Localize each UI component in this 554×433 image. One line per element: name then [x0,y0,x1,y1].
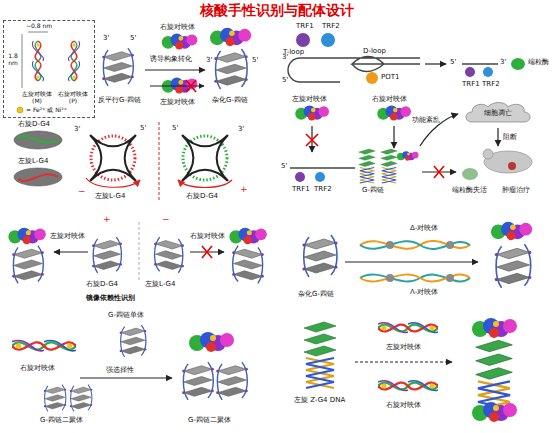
figure-label: 5' [130,34,136,42]
figure-label: − [162,214,170,224]
figure-label: 5' [281,162,287,170]
figure-label: 右旋对映体 [160,23,195,31]
figure-label: 3' [74,125,80,133]
figure-label: TRF1 [292,185,310,193]
figure-label: + [240,184,248,194]
figure-title: 核酸手性识别与配体设计 [0,2,554,18]
figure-label: G-四链单体 [108,311,144,319]
figure-label: 5' [282,76,288,84]
figure-label: 右旋D-G4 [186,192,218,200]
figure-label: G-四链 [362,186,384,194]
figure-label: TRF2 [314,185,332,193]
figure-label: 杂化G-四链 [298,290,334,298]
figure-label: 镜像依赖性识别 [86,294,135,302]
figure-label: 3' [103,34,109,42]
figure-label: 功能紊乱 [412,116,440,124]
node-text: 左旋对映体 (M) [18,91,56,105]
figure-label: Λ-对映体 [410,288,438,296]
figure-label: 右旋对映体 [190,232,225,240]
figure-label: 肿瘤治疗 [502,186,530,194]
figure-label: 右旋对映体 [20,364,55,372]
figure-label: + [103,214,111,224]
figure-label: TRF1 [296,22,314,30]
node-text: 1.8 nm [5,53,21,67]
figure-label: TRF2 [482,80,500,88]
figure-label: 左旋L-G4 [18,157,48,165]
figure-label: 端粒酶失活 [452,186,487,194]
figure-label: 5' [140,124,146,132]
node-text: = Fe²⁺ 或 Ni²⁺ [26,107,67,114]
figure-label: 左旋对映体 [292,95,327,103]
panel-dimer-selectivity [12,325,248,411]
figure-label: 左旋对映体 [160,98,195,106]
figure-label: 左旋L-G4 [95,192,125,200]
figure-label: 左旋L-G4 [145,280,175,288]
apoptosis-cloud: 细胞凋亡 [462,100,534,126]
dimension-box: ~0.8 nm 1.8 nm 左旋对映体 (M)右旋对映体 (P) = Fe²⁺ 或 … [3,20,95,118]
figure-label: 3' [500,58,506,66]
figure-label: TRF2 [322,22,340,30]
panel-mirror-recognition [8,222,266,283]
figure-label: 右旋对映体 [386,401,421,409]
figure-label: 反平行G-四链 [98,96,141,104]
figure-label: Δ-对映体 [410,224,438,232]
panel-z-g4 [304,318,517,422]
figure-label: 右旋D-G4 [18,120,50,128]
figure-label: 5' [172,124,178,132]
figure-label: 左旋对映体 [50,232,85,240]
figure-label: G-四链二聚体 [188,416,231,424]
figure-label: 左旋对映体 [386,343,421,351]
figure-label: 端粒酶 [528,58,549,66]
figure-label: 左旋 Z-G4 DNA [294,396,345,404]
figure-label: TRF1 [462,80,480,88]
figure-label: 5' [450,58,456,66]
figure-label: POT1 [381,73,399,81]
figure-label: 3' [282,53,288,61]
panel-g4-chirality [14,122,232,200]
figure-label: 3' [206,56,212,64]
figure-label: 5' [252,56,258,64]
panel-telomere [288,33,532,183]
figure-label: 右旋D-G4 [86,280,118,288]
figure-label: G-四链二聚体 [40,416,83,424]
panel-enantiomers [17,28,251,113]
node-text: ~0.8 nm [26,23,52,30]
node-text: 细胞凋亡 [484,109,512,117]
figure-label: 强选择性 [106,366,134,374]
node-text: 右旋对映体 (P) [54,91,92,105]
figure-label: D-loop [363,47,386,55]
figure-label: 阻断 [503,133,517,141]
figure-label: 杂化G-四链 [212,96,248,104]
figure-label: − [78,186,86,196]
panel-delta-lambda [302,222,532,288]
figure-label: 诱导构象转化 [150,55,192,63]
figure-label: 右旋对映体 [372,95,407,103]
figure-label: 3' [238,125,244,133]
